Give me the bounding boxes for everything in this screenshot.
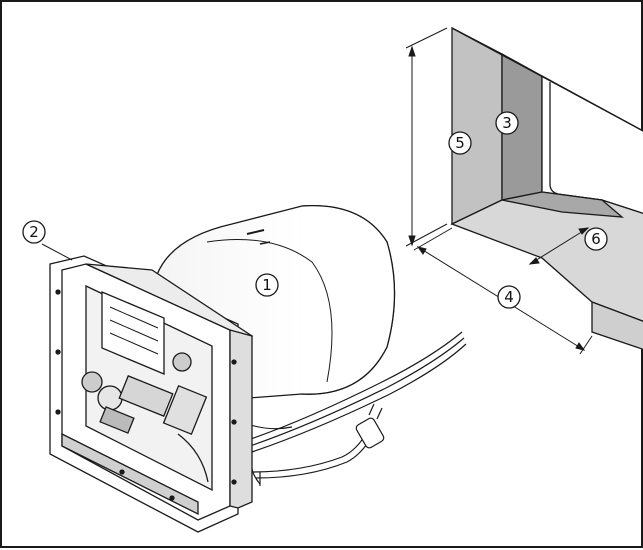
callout-1-label: 1 xyxy=(262,276,272,294)
callout-5: 5 xyxy=(448,131,472,155)
dimension-width xyxy=(413,227,593,355)
callout-6-label: 6 xyxy=(591,230,601,248)
tank-rear-cap xyxy=(301,204,396,395)
wall-sill-ledge xyxy=(501,191,624,218)
wall-opening xyxy=(450,26,643,351)
control-module xyxy=(101,291,165,375)
power-cord xyxy=(251,431,368,473)
frame-bottom-rail xyxy=(61,432,199,516)
callout-3-label: 3 xyxy=(502,114,512,132)
wall-front-right xyxy=(591,301,643,351)
leader-2 xyxy=(41,243,73,261)
callout-6: 6 xyxy=(584,227,608,251)
callout-1: 1 xyxy=(255,273,279,297)
dimension-depth xyxy=(528,227,590,265)
wall-left-jamb xyxy=(451,26,503,226)
callout-3: 3 xyxy=(495,111,519,135)
callout-2: 2 xyxy=(22,220,46,244)
cables xyxy=(241,331,467,486)
frame-right-face xyxy=(229,329,253,509)
power-plug xyxy=(355,403,385,449)
dimension-height xyxy=(405,27,448,247)
callout-4: 4 xyxy=(497,285,521,309)
tank-seam xyxy=(206,239,333,383)
wall-sill xyxy=(450,199,643,322)
mounting-frame xyxy=(49,255,254,533)
callout-5-label: 5 xyxy=(455,134,465,152)
callout-4-label: 4 xyxy=(504,288,514,306)
callout-2-label: 2 xyxy=(29,223,39,241)
